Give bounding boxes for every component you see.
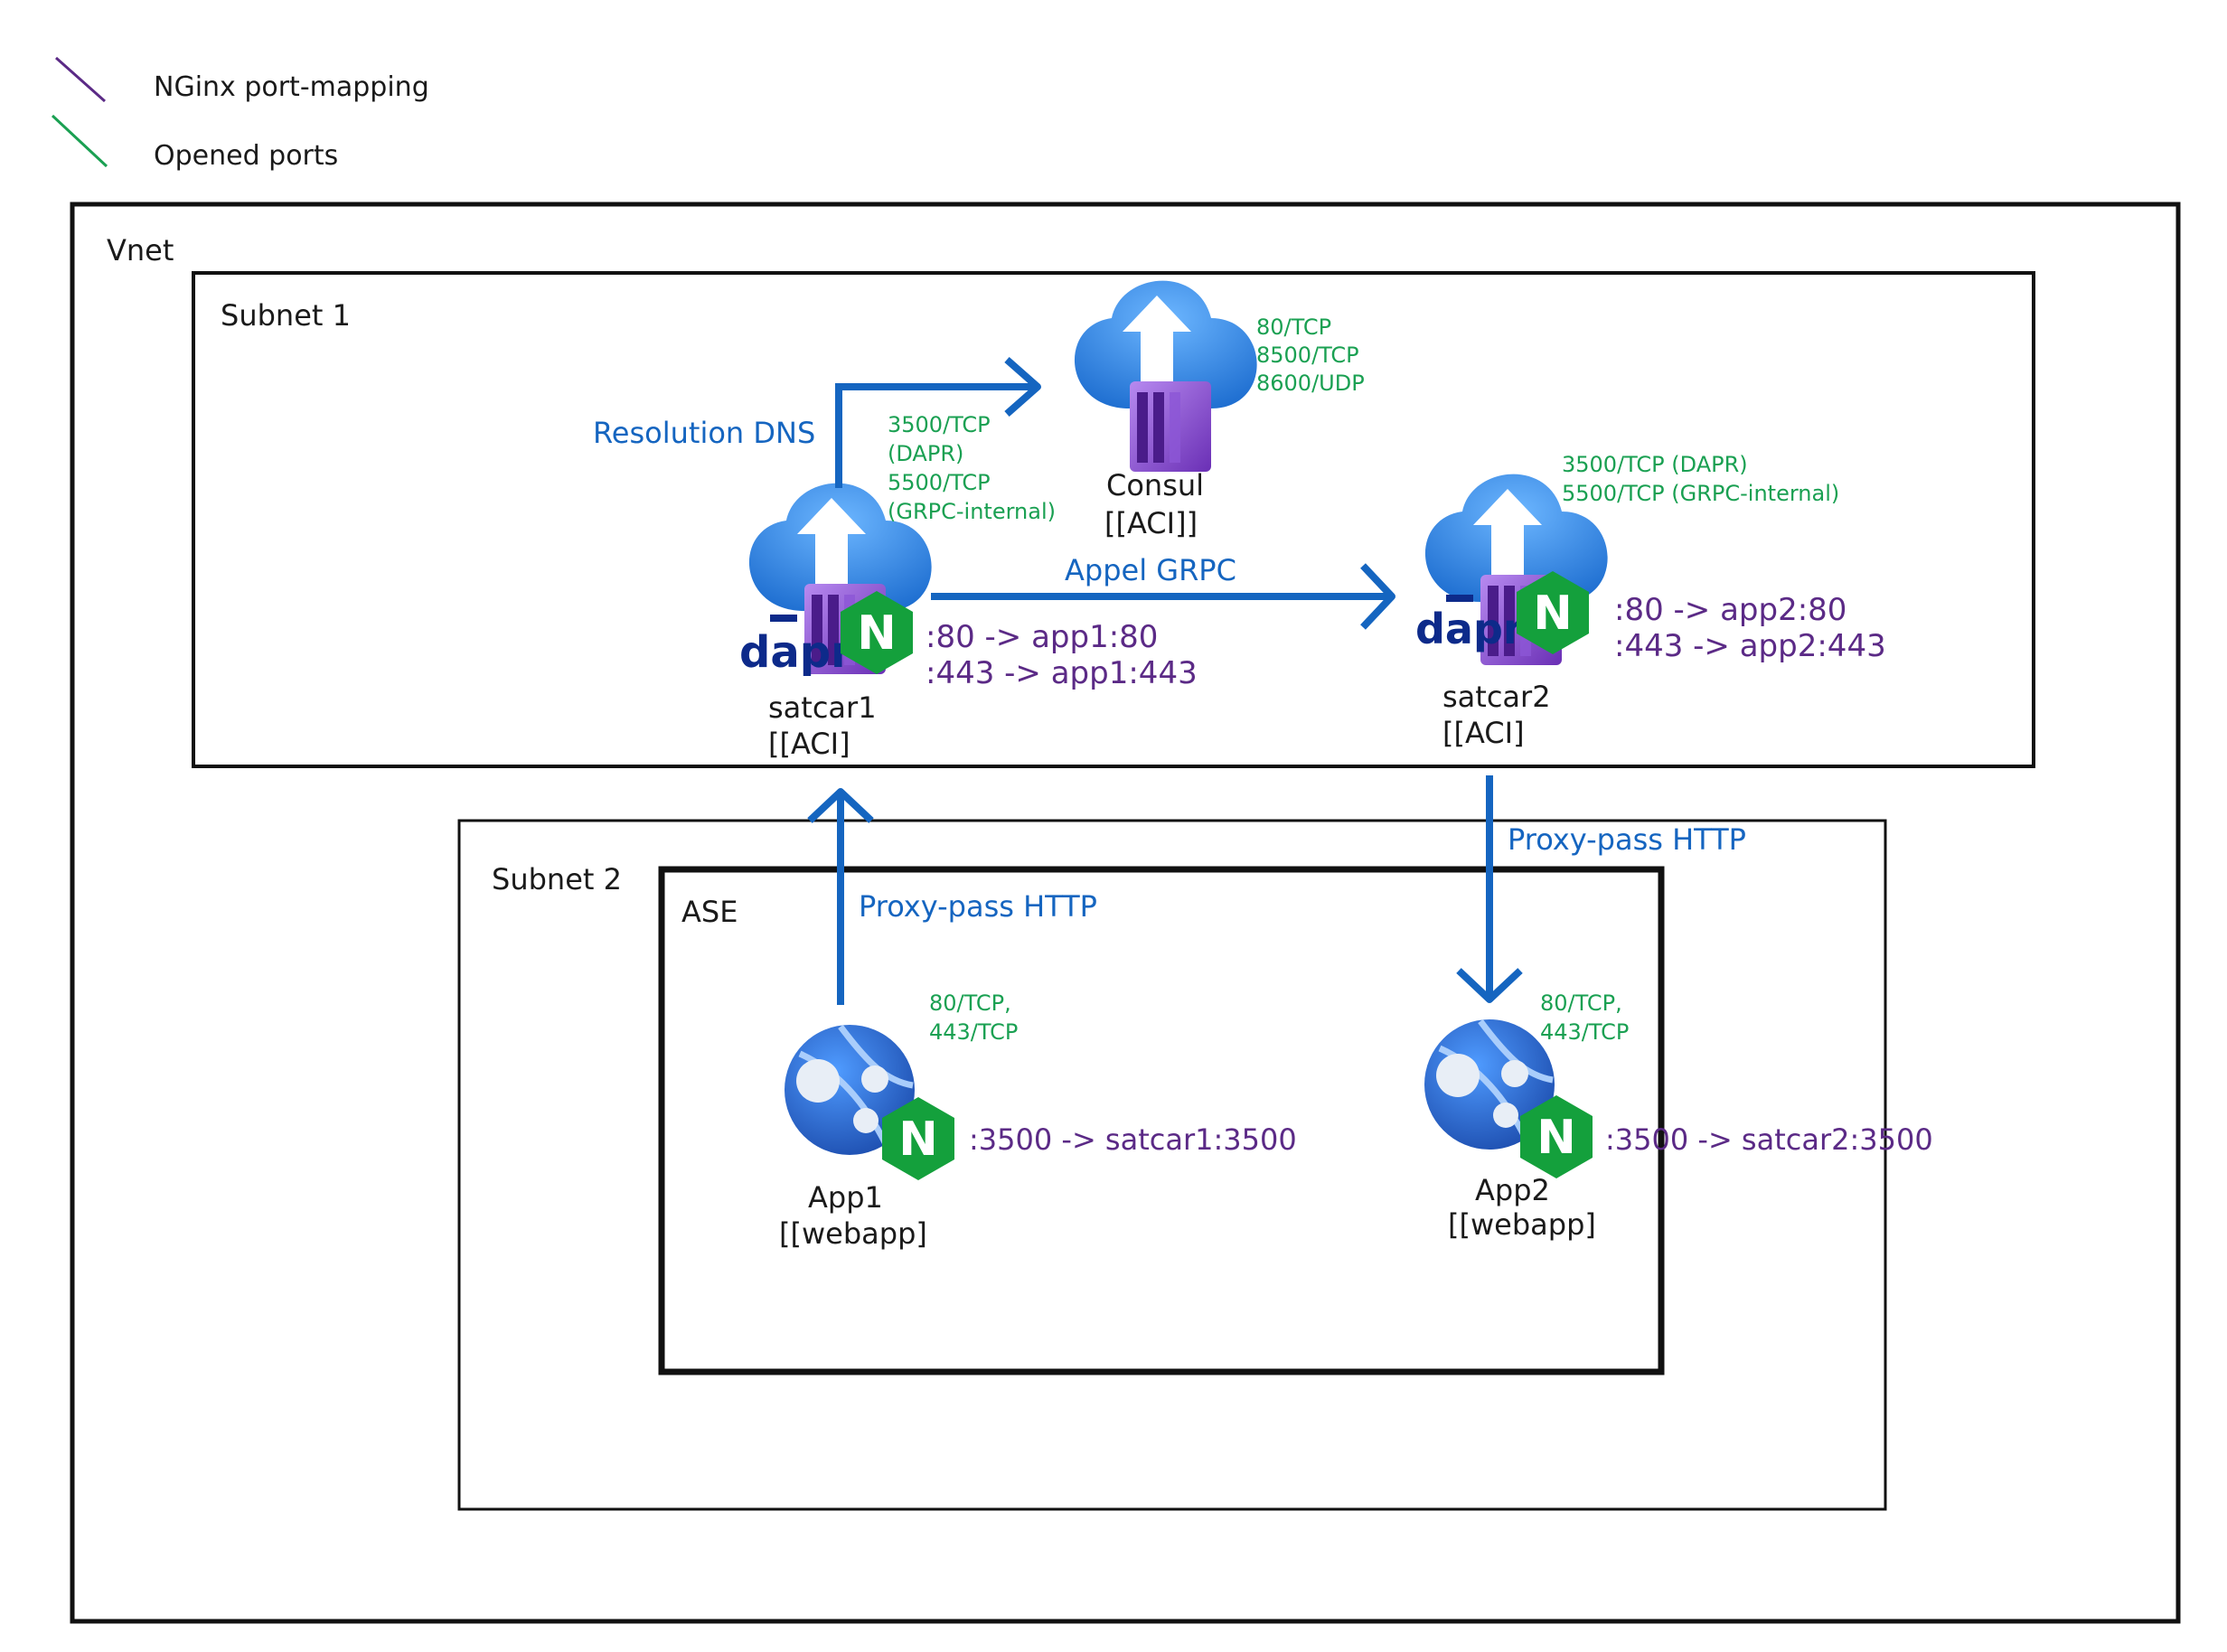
subnet1-box xyxy=(192,271,2035,768)
satcar2-node: dapr 3500/TCP (DAPR) 5500/TCP (GRPC-inte… xyxy=(1415,452,1886,750)
legend-opened-label: Opened ports xyxy=(154,140,338,172)
consul-node: 80/TCP 8500/TCP 8600/UDP Consul [[ACI]] xyxy=(1074,280,1365,540)
ase-label: ASE xyxy=(681,895,738,929)
app1-port-2: 443/TCP xyxy=(929,1019,1018,1045)
edge-dns-label: Resolution DNS xyxy=(593,416,815,450)
app2-type: [[webapp] xyxy=(1448,1207,1596,1242)
satcar1-port-4: (GRPC-internal) xyxy=(888,499,1056,524)
satcar2-port-1: 3500/TCP (DAPR) xyxy=(1562,452,1748,477)
consul-name: Consul xyxy=(1106,468,1204,502)
app1-type: [[webapp] xyxy=(779,1216,927,1251)
satcar2-type: [[ACI] xyxy=(1442,716,1525,750)
app2-port-1: 80/TCP, xyxy=(1540,990,1622,1016)
edge-proxy2: Proxy-pass HTTP xyxy=(1456,775,1746,1003)
app1-port-1: 80/TCP, xyxy=(929,990,1011,1016)
satcar2-map-1: :80 -> app2:80 xyxy=(1614,592,1846,628)
satcar1-map-1: :80 -> app1:80 xyxy=(926,619,1158,655)
satcar1-port-2: (DAPR) xyxy=(888,441,963,466)
legend-purple-line xyxy=(55,56,106,103)
aci-icon xyxy=(1074,280,1257,472)
satcar1-port-3: 5500/TCP xyxy=(888,470,991,495)
consul-port-1: 80/TCP xyxy=(1256,314,1331,340)
subnet2-label: Subnet 2 xyxy=(492,862,622,896)
app2-node: 80/TCP, 443/TCP :3500 -> satcar2:3500 Ap… xyxy=(1424,990,1933,1242)
satcar1-name: satcar1 xyxy=(768,690,877,725)
satcar2-map-2: :443 -> app2:443 xyxy=(1614,628,1886,664)
consul-port-3: 8600/UDP xyxy=(1256,371,1365,396)
app1-name: App1 xyxy=(808,1180,883,1215)
subnet2-box xyxy=(457,819,1887,1511)
vnet-label: Vnet xyxy=(107,233,174,268)
dapr-logo: dapr xyxy=(1415,605,1524,653)
edge-grpc-label: Appel GRPC xyxy=(1065,553,1236,587)
satcar2-port-2: 5500/TCP (GRPC-internal) xyxy=(1562,481,1839,506)
satcar1-map-2: :443 -> app1:443 xyxy=(926,655,1198,691)
legend-nginx-label: NGinx port-mapping xyxy=(154,71,429,103)
satcar1-type: [[ACI] xyxy=(768,727,850,761)
dapr-hat xyxy=(770,615,797,622)
satcar2-name: satcar2 xyxy=(1442,680,1551,714)
edge-proxy1: Proxy-pass HTTP xyxy=(807,788,1097,1005)
subnet1-label: Subnet 1 xyxy=(221,298,351,333)
consul-port-2: 8500/TCP xyxy=(1256,343,1359,368)
edge-proxy1-label: Proxy-pass HTTP xyxy=(859,889,1097,924)
satcar1-port-1: 3500/TCP xyxy=(888,412,991,437)
satcar1-node: dapr 3500/TCP (DAPR) 5500/TCP (GRPC-inte… xyxy=(739,412,1198,761)
app1-node: 80/TCP, 443/TCP :3500 -> satcar1:3500 Ap… xyxy=(779,990,1297,1251)
app2-name: App2 xyxy=(1475,1173,1550,1207)
edge-proxy2-label: Proxy-pass HTTP xyxy=(1508,822,1746,857)
consul-type: [[ACI]] xyxy=(1104,506,1198,540)
app2-map-1: :3500 -> satcar2:3500 xyxy=(1605,1122,1933,1157)
vnet-box xyxy=(70,202,2181,1624)
legend-green-line xyxy=(51,114,108,168)
ase-box xyxy=(658,866,1665,1375)
app1-map-1: :3500 -> satcar1:3500 xyxy=(969,1122,1297,1157)
edge-dns: Resolution DNS xyxy=(593,357,1041,488)
dapr-hat xyxy=(1446,595,1473,602)
dapr-logo: dapr xyxy=(739,627,852,678)
edge-grpc: Appel GRPC xyxy=(931,553,1395,630)
app2-port-2: 443/TCP xyxy=(1540,1019,1629,1045)
